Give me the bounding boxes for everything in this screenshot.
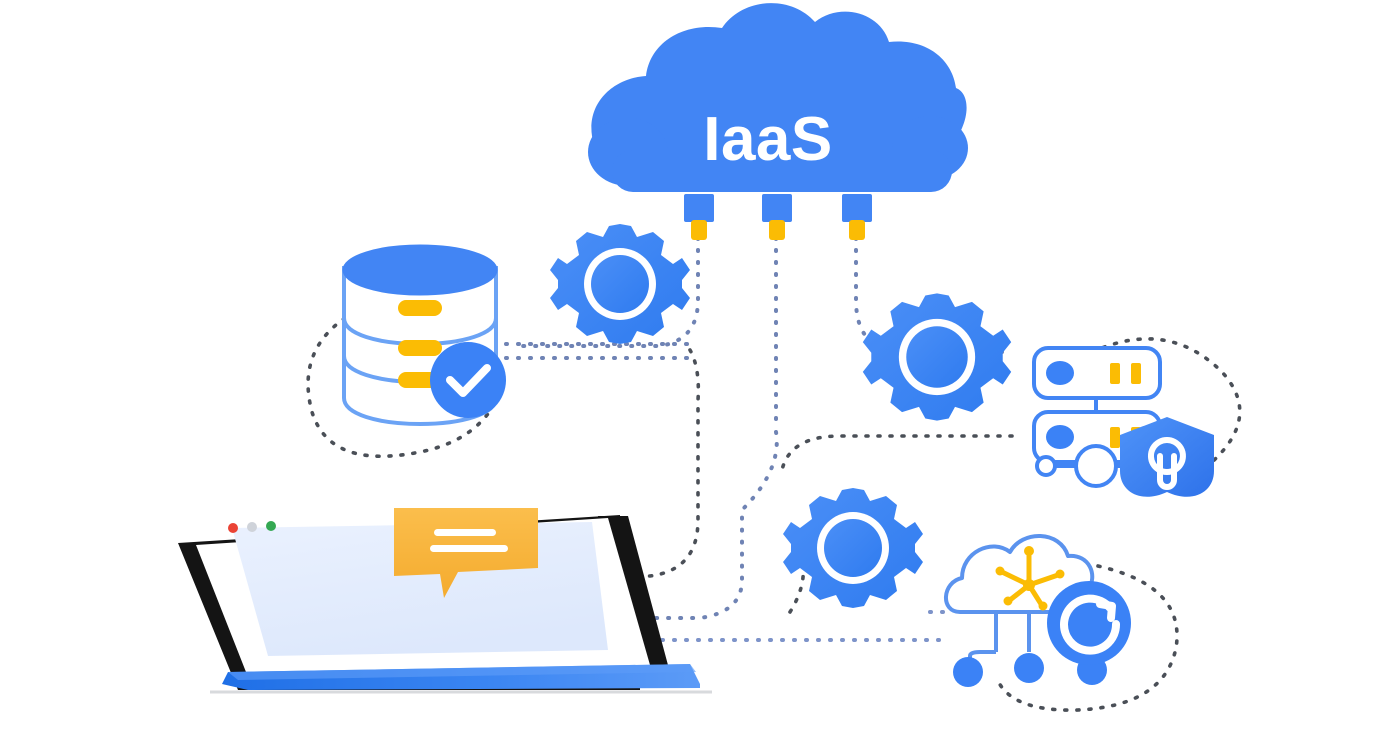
connector-plug1-path	[514, 236, 700, 348]
cloud-plugs	[684, 194, 872, 240]
cloud-shape	[591, 3, 967, 191]
laptop-base-edge	[228, 664, 696, 680]
chat-bubble-shape	[394, 508, 538, 598]
server-bus-node-large	[1074, 444, 1118, 488]
keyhole-icon	[1147, 437, 1186, 490]
plug-1[interactable]	[684, 194, 714, 240]
cloud-iaas[interactable]: IaaS	[588, 3, 968, 192]
server-bay-1	[1032, 346, 1162, 400]
database-check-badge[interactable]	[430, 342, 506, 418]
cloud-label: IaaS	[703, 105, 833, 174]
gear-top-hub-inner	[591, 255, 649, 313]
server-bay-1-light	[1046, 361, 1074, 385]
cloud-base	[612, 150, 952, 192]
database-cap	[342, 244, 498, 296]
server-bay-2-drive-a	[1110, 427, 1120, 448]
cloud-network[interactable]	[944, 534, 1131, 687]
database-indicator-2	[398, 340, 442, 356]
plug-3[interactable]	[842, 194, 872, 240]
window-dot-minimize[interactable]	[247, 522, 257, 532]
database[interactable]	[342, 244, 506, 427]
gear-right[interactable]	[862, 293, 1012, 421]
connector-gearTop-to-laptop	[546, 348, 701, 578]
plug-3-head	[842, 194, 872, 222]
gear-bottom-hub-inner	[824, 519, 882, 577]
gear-right-hub-inner	[906, 326, 968, 388]
cloud-network-endpoint-1	[953, 657, 983, 687]
server-rack[interactable]	[1032, 346, 1214, 497]
security-shield[interactable]	[1120, 417, 1214, 497]
server-bay-1-drive-b	[1131, 363, 1141, 384]
plug-2-head	[762, 194, 792, 222]
chat-bubble-line-1	[434, 529, 496, 536]
connector-mid-to-laptop	[566, 430, 779, 620]
plug-3-pin	[849, 220, 865, 240]
plug-2-pin	[769, 220, 785, 240]
connector-database-arc	[306, 316, 494, 459]
shield-shape	[1120, 417, 1214, 497]
connector-server-to-center	[780, 434, 1014, 472]
plug-2[interactable]	[762, 194, 792, 240]
sync-badge[interactable]	[1047, 581, 1131, 665]
chat-bubble-line-2	[430, 545, 508, 552]
refresh-icon-arrow	[1096, 600, 1116, 622]
server-bay-2-light	[1046, 425, 1074, 449]
server-bay-1-drive-a	[1110, 363, 1120, 384]
window-dot-close[interactable]	[228, 523, 238, 533]
check-badge-circle	[430, 342, 506, 418]
chat-bubble[interactable]	[394, 508, 538, 598]
cloud-network-endpoint-2	[1014, 653, 1044, 683]
star-hub-icon	[995, 546, 1065, 611]
plug-1-head	[684, 194, 714, 222]
refresh-icon	[1060, 594, 1121, 655]
gear-bottom[interactable]	[783, 488, 923, 608]
window-dot-maximize[interactable]	[266, 521, 276, 531]
server-bus-node-small	[1035, 455, 1057, 477]
database-indicator-1	[398, 300, 442, 316]
check-icon	[446, 364, 491, 397]
gear-top[interactable]	[550, 224, 690, 344]
plug-1-pin	[691, 220, 707, 240]
